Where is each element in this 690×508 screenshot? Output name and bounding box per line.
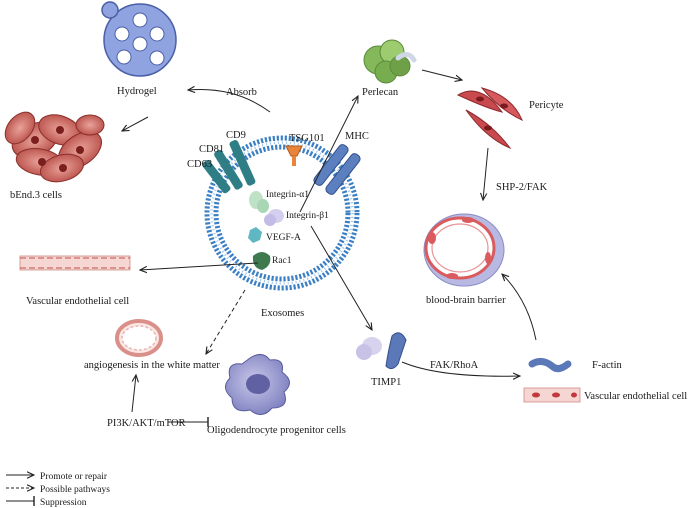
arrow-absorb <box>188 89 271 113</box>
arrow-integrin-to-perlecan <box>299 96 358 213</box>
label-bend3: bEnd.3 cells <box>10 190 62 201</box>
label-absorb: Absorb <box>226 87 257 98</box>
factin-molecule <box>528 357 572 373</box>
label-pi3k: PI3K/AKT/mTOR <box>107 418 186 429</box>
legend: Promote or repair Possible pathways Supp… <box>6 472 110 508</box>
arrow-possible-to-angiogenesis <box>206 289 246 354</box>
legend-promote-label: Promote or repair <box>40 472 108 482</box>
label-fakrhoa: FAK/RhoA <box>430 360 479 371</box>
label-angiogenesis: angiogenesis in the white matter <box>84 360 220 371</box>
label-exosomes: Exosomes <box>261 308 304 319</box>
label-mhc: MHC <box>345 131 369 142</box>
label-perlecan: Perlecan <box>362 87 399 98</box>
bend3-cells-illustration <box>4 111 105 183</box>
opc-illustration <box>225 354 290 415</box>
legend-possible-label: Possible pathways <box>40 485 110 495</box>
tsg101-protein <box>285 145 303 166</box>
label-shp2fak: SHP-2/FAK <box>496 182 548 193</box>
arrow-hydrogel-to-bend3 <box>122 116 149 131</box>
label-integrin-a1: Integrin-α1 <box>266 190 309 200</box>
integrin-b1-molecule <box>264 209 284 226</box>
integrin-a1-molecule <box>249 191 269 213</box>
label-vegfa: VEGF-A <box>266 233 301 243</box>
label-cd9: CD9 <box>226 130 246 141</box>
label-cd81: CD81 <box>199 144 224 155</box>
angiogenesis-vessel <box>115 319 163 357</box>
mhc-protein <box>313 144 361 195</box>
perlecan-molecule <box>363 39 417 84</box>
legend-suppression-label: Suppression <box>40 498 87 508</box>
arrow-timp1-to-factin <box>401 361 520 376</box>
label-integrin-b1: Integrin-β1 <box>286 211 329 221</box>
hydrogel-illustration <box>101 1 177 77</box>
vegfa-molecule <box>248 227 262 243</box>
tetraspanin-cd63 <box>202 160 231 194</box>
label-bbb: blood-brain barrier <box>426 295 506 306</box>
label-vascular-endothelial-right: Vascular endothelial cell <box>584 391 687 402</box>
label-cd63: CD63 <box>187 159 212 170</box>
label-opc: Oligodendrocyte progenitor cells <box>207 425 346 436</box>
label-vascular-endothelial-left: Vascular endothelial cell <box>26 296 129 307</box>
label-hydrogel: Hydrogel <box>117 86 157 97</box>
tetraspanin-cd9 <box>229 140 256 186</box>
pericyte-illustration <box>456 87 523 150</box>
rac1-molecule <box>252 252 271 270</box>
tetraspanin-cd81 <box>214 149 243 190</box>
timp1-molecule <box>356 332 407 370</box>
arrow-integrin-to-timp1 <box>310 225 372 330</box>
blood-brain-barrier-illustration <box>423 213 505 287</box>
vascular-endothelial-cell-right <box>523 387 581 403</box>
arrow-perlecan-to-pericyte <box>421 69 462 80</box>
arrow-pericyte-to-bbb <box>483 147 489 200</box>
vascular-endothelial-cell-left <box>19 255 131 271</box>
label-factin: F-actin <box>592 360 622 371</box>
arrow-factin-to-bbb <box>502 274 537 341</box>
label-tsg101: TSG101 <box>289 133 325 144</box>
arrow-rac1-to-endothelial <box>140 262 259 270</box>
label-timp1: TIMP1 <box>371 377 401 388</box>
arrow-pi3k-to-angiogenesis <box>131 375 136 413</box>
label-rac1: Rac1 <box>272 256 292 266</box>
label-pericyte: Pericyte <box>529 100 564 111</box>
